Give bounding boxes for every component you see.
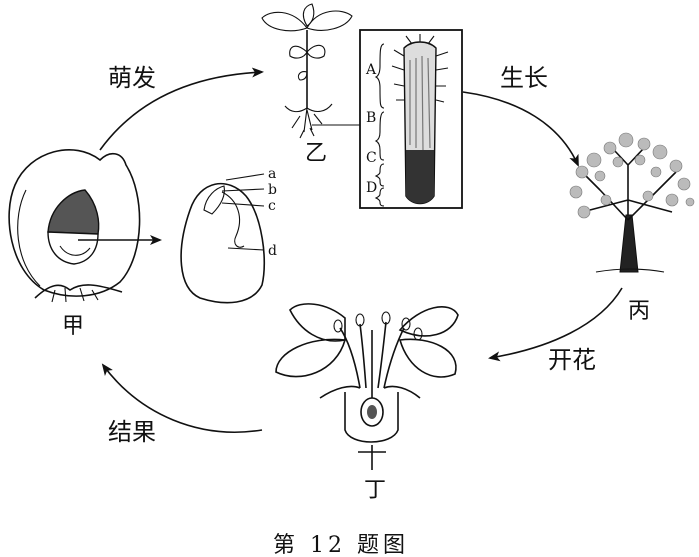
seed-part-d: d [268,243,277,259]
root-zone-d: D [366,180,377,196]
seed-part-b: b [268,182,277,198]
leader-b [221,188,265,192]
tree-illustration [569,132,695,273]
leader-d [227,247,265,251]
arrow-germination [99,67,264,151]
arrow-growth [462,91,579,167]
seed-part-c: c [268,198,276,214]
root-zone-c: C [366,150,377,166]
fruit-section-illustration [8,149,141,303]
figure-caption: 第 12 题图 [273,533,409,557]
arrow-fruiting [101,363,263,433]
arrow-flowering [488,287,623,362]
stage-label-yi: 乙 [305,141,327,166]
label-germination: 萌发 [108,64,156,92]
flower-illustration [275,303,459,470]
label-fruiting: 结果 [108,418,156,446]
seed-illustration [180,173,266,304]
root-tip-panel [359,29,463,209]
seedling-illustration [261,3,353,139]
root-zone-a: A [365,62,377,78]
leader-c [221,202,265,207]
root-zone-b: B [366,110,376,126]
stage-label-bing: 丙 [628,299,650,324]
seed-part-a: a [268,166,276,182]
label-growth: 生长 [500,64,548,92]
stage-label-ding: 丁 [364,478,386,503]
leader-a [225,173,265,181]
stage-label-jia: 甲 [62,314,84,339]
label-flowering: 开花 [548,346,596,374]
